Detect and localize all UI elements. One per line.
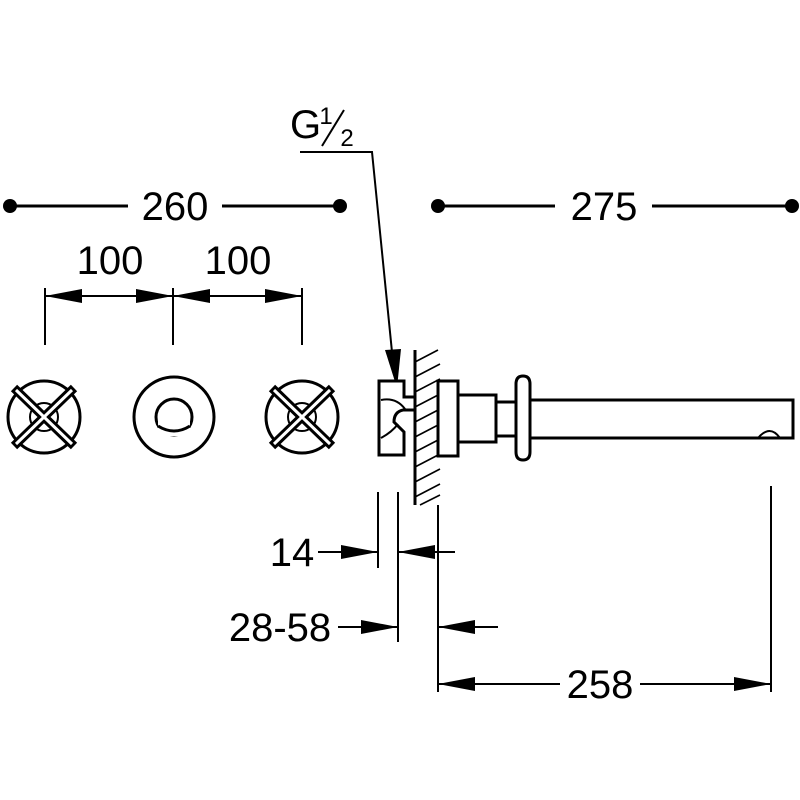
- wall-section: [413, 349, 441, 506]
- dimension-28-58-label: 28-58: [229, 606, 331, 650]
- dimension-260-label: 260: [142, 185, 209, 229]
- dimension-spacing: 100 100: [44, 239, 303, 345]
- dimension-258: 258: [438, 486, 772, 707]
- dimension-endpoint-right: [333, 199, 347, 213]
- thread-letter: G: [290, 103, 321, 147]
- spout-tube: [528, 398, 795, 440]
- dimension-100-left-label: 100: [77, 239, 144, 283]
- cross-handle-left: [6, 379, 82, 455]
- cross-handle-right: [264, 379, 340, 455]
- thread-callout: G 1 2: [290, 103, 401, 388]
- dimension-275: 275: [431, 185, 799, 229]
- spout-connector: [456, 393, 498, 444]
- dimension-14: 14: [270, 492, 455, 642]
- dimension-endpoint-right: [785, 199, 799, 213]
- spout-assembly: [436, 374, 795, 462]
- valve-body: [377, 379, 417, 457]
- spout-collar: [494, 400, 518, 438]
- spout-ring: [514, 374, 532, 462]
- dimension-258-label: 258: [567, 663, 634, 707]
- dimension-275-label: 275: [571, 185, 638, 229]
- thread-denominator: 2: [340, 125, 353, 152]
- dimension-260: 260: [3, 185, 347, 229]
- wall-flange: [436, 379, 460, 458]
- thread-numerator: 1: [319, 103, 332, 130]
- diverter-center: [132, 375, 216, 459]
- dimension-100-right-label: 100: [205, 239, 272, 283]
- dimension-14-label: 14: [270, 531, 315, 575]
- dimension-28-58: 28-58: [229, 505, 498, 692]
